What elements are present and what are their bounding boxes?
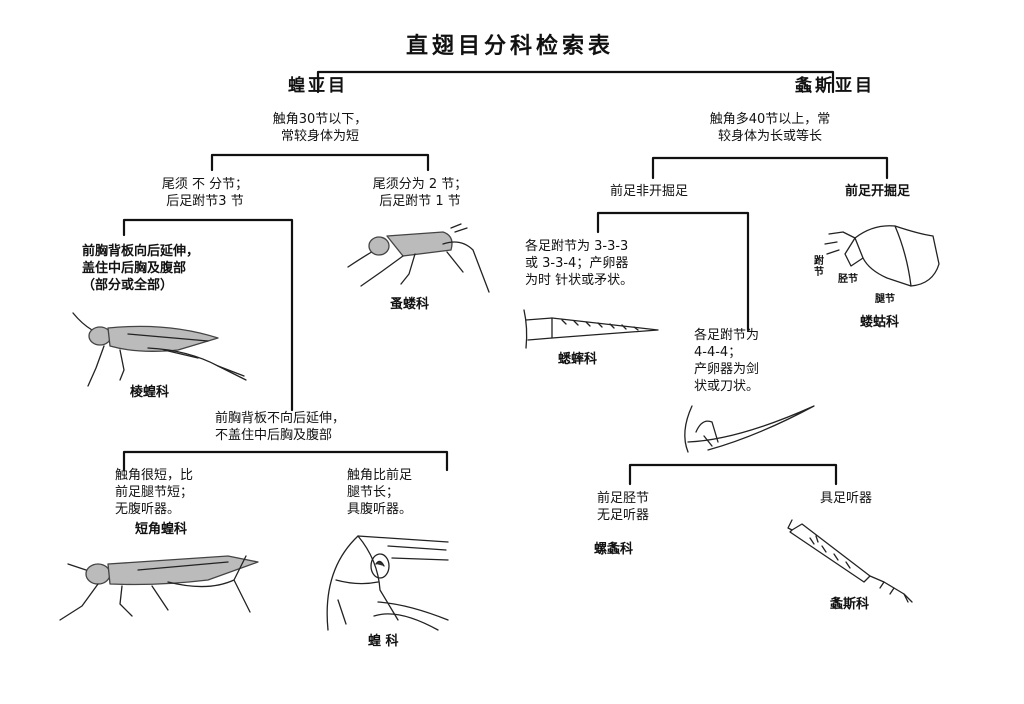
caelifera-a2-feature: 前胸背板不向后延伸， 不盖住中后胸及腹部 [215, 411, 346, 443]
mole-cricket-leg-icon [815, 214, 945, 294]
ensifera-branch-b-feature: 前足开掘足 [845, 184, 911, 199]
part-label-tarsus: 跗节 [814, 256, 824, 278]
ensifera-branch-a-feature: 前足非开掘足 [610, 184, 689, 199]
caelifera-a2-left-feature: 触角很短，比 前足腿节短； 无腹听器。 [115, 468, 194, 517]
suborder-caelifera-name: 蝗亚目 [288, 76, 348, 96]
suborder-ensifera-name: 螽斯亚目 [795, 76, 875, 96]
family-gryllidae: 蟋蟀科 [558, 352, 598, 367]
pygmy-grasshopper-icon [68, 308, 258, 390]
family-tettigoniidae: 螽斯科 [830, 597, 870, 612]
caelifera-branch-a-feature: 尾须 不 分节； 后足跗节3 节 [161, 177, 249, 209]
suborder-caelifera-feature: 触角30节以下， 常较身体为短 [272, 112, 368, 144]
pygmy-mole-cricket-icon [343, 222, 493, 297]
family-gryllotalpidae: 蝼蛄科 [860, 315, 900, 330]
ensifera-a2-right-feature: 具足听器 [820, 491, 873, 506]
ensifera-a2-left-feature: 前足胫节 无足听器 [596, 491, 649, 523]
family-luozhong: 螺螽科 [594, 542, 634, 557]
short-horned-grasshopper-icon [58, 552, 273, 624]
family-tetrigidae: 棱蝗科 [130, 385, 170, 400]
caelifera-a1-feature: 前胸背板向后延伸， 盖住中后胸及腹部 （部分或全部） [82, 244, 200, 293]
caelifera-a2-right-feature: 触角比前足 腿节长； 具腹听器。 [347, 468, 413, 517]
family-short-horned: 短角蝗科 [135, 522, 188, 537]
ensifera-a1-feature: 各足跗节为 3-3-3 或 3-3-4；产卵器 为时 针状或矛状。 [525, 239, 634, 288]
katydid-leg-icon [780, 516, 920, 606]
key-title: 直翅目分科检索表 [405, 34, 614, 59]
suborder-ensifera-feature: 触角多40节以上，常 较身体为长或等长 [709, 112, 831, 144]
needle-ovipositor-icon [522, 308, 662, 350]
part-label-tibia: 胫节 [838, 274, 858, 285]
locust-abdomen-tympanum-icon [318, 530, 453, 635]
family-tridactylidae: 蚤蝼科 [390, 297, 430, 312]
caelifera-branch-b-feature: 尾须分为 2 节； 后足跗节 1 节 [372, 177, 468, 209]
part-label-femur: 腿节 [875, 294, 895, 305]
sword-ovipositor-icon [678, 402, 818, 454]
family-acrididae: 蝗 科 [368, 634, 399, 649]
ensifera-a2-feature: 各足跗节为 4-4-4； 产卵器为剑 状或刀状。 [694, 328, 760, 394]
